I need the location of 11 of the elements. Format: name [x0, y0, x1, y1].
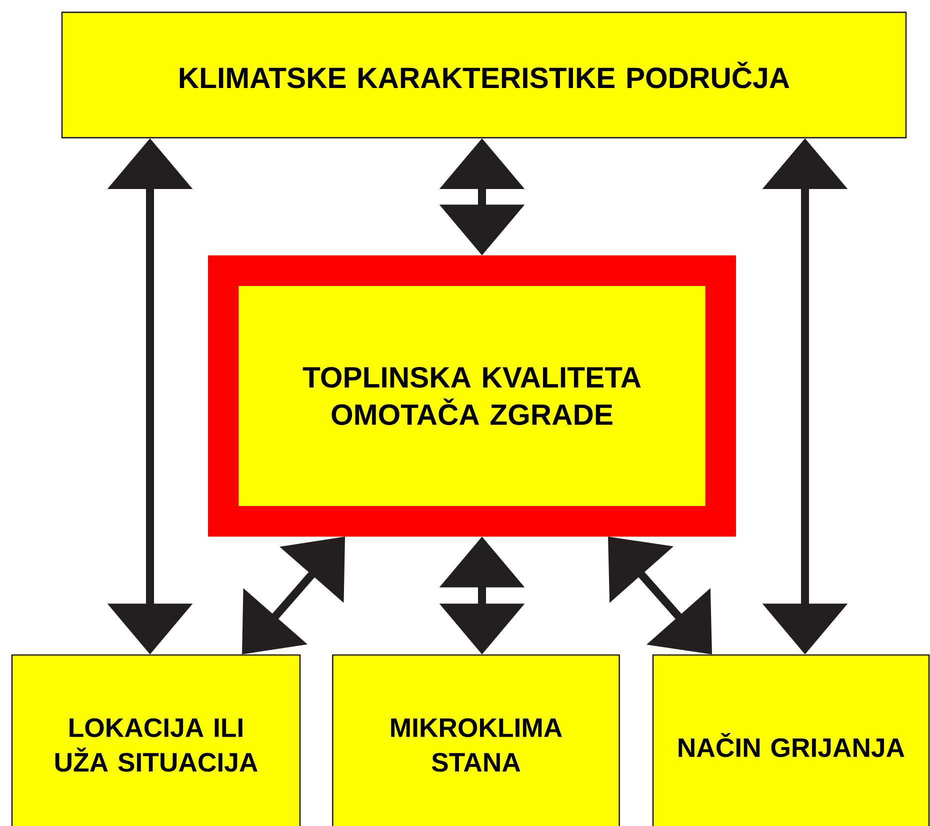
arrow: [242, 536, 345, 654]
arrow: [439, 536, 525, 654]
text-box: NAČIN GRIJANJA: [652, 654, 930, 826]
arrow: [608, 536, 712, 654]
arrow: [439, 138, 525, 256]
framed-box: TOPLINSKA KVALITETA OMOTAČA ZGRADE: [208, 255, 736, 537]
arrow: [107, 138, 193, 654]
text-box: KLIMATSKE KARAKTERISTIKE PODRUČJA: [61, 12, 907, 138]
text-box: MIKROKLIMA STANA: [332, 654, 620, 826]
text-box: LOKACIJA ILI UŽA SITUACIJA: [11, 654, 301, 826]
arrow: [762, 138, 848, 654]
